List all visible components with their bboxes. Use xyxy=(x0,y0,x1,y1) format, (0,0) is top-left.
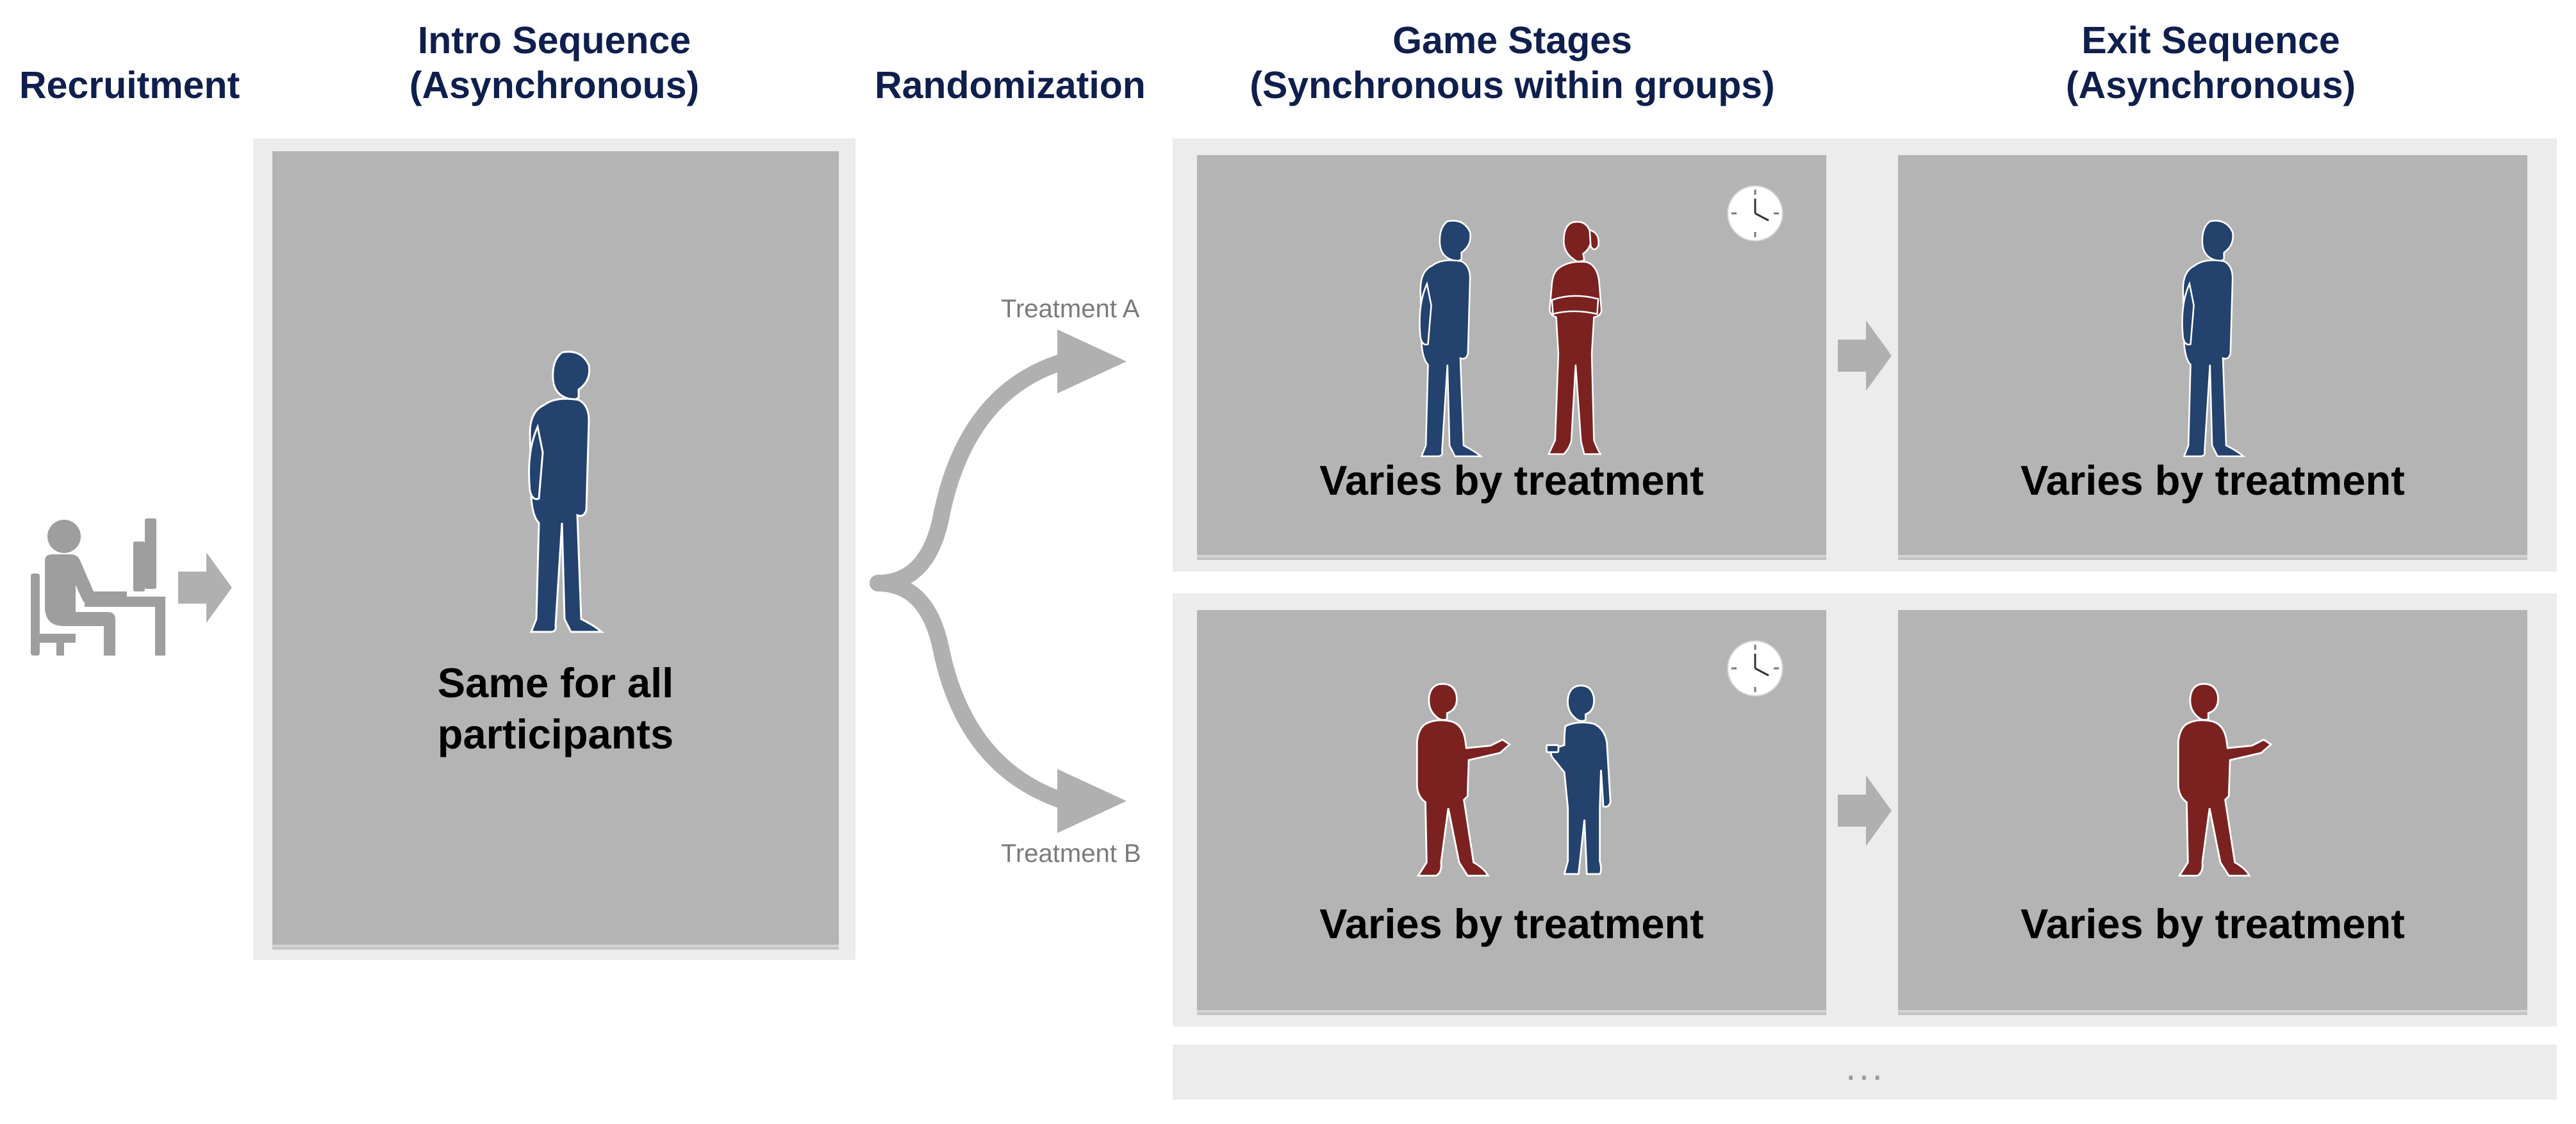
more-treatments-row: ... xyxy=(1173,1045,2557,1100)
treatment-a-label: Treatment A xyxy=(1001,295,1140,323)
header-intro-sequence: Intro Sequence (Asynchronous) xyxy=(409,19,700,106)
person-blue-head-down-icon xyxy=(528,351,605,633)
right-arrow-icon xyxy=(1838,775,1892,846)
right-arrow-icon xyxy=(178,552,232,623)
intro-sequence-panel: Same for all participants xyxy=(272,151,839,947)
game-stage-b-panel: Varies by treatment xyxy=(1197,610,1826,1012)
person-at-computer-icon xyxy=(31,518,165,656)
header-recruitment: Recruitment xyxy=(19,64,240,106)
game-stage-a-panel: Varies by treatment xyxy=(1197,155,1826,558)
exit-sequence-b-caption: Varies by treatment xyxy=(2020,900,2405,947)
person-blue-head-down-icon xyxy=(1419,220,1483,458)
person-blue-head-down-icon xyxy=(2181,220,2246,458)
right-arrow-icon xyxy=(1838,320,1892,391)
game-stage-b-caption: Varies by treatment xyxy=(1319,900,1704,947)
header-game-stages: Game Stages (Synchronous within groups) xyxy=(1250,19,1775,106)
exit-sequence-a-caption: Varies by treatment xyxy=(2020,457,2405,504)
exit-sequence-a-panel: Varies by treatment xyxy=(1898,155,2527,558)
person-red-arms-crossed-icon xyxy=(1547,220,1603,455)
intro-caption: Same for all participants xyxy=(437,659,674,757)
header-exit-sequence: Exit Sequence (Asynchronous) xyxy=(2065,19,2356,106)
game-stage-a-caption: Varies by treatment xyxy=(1319,457,1704,504)
header-randomization: Randomization xyxy=(875,64,1146,106)
clock-icon xyxy=(1727,640,1783,697)
person-red-gesturing-icon xyxy=(2177,682,2273,877)
person-red-gesturing-icon xyxy=(1416,682,1512,877)
person-blue-holding-phone-icon xyxy=(1546,684,1612,875)
ellipsis-indicator: ... xyxy=(1845,1045,1886,1088)
randomization-split-arrows xyxy=(870,329,1127,833)
exit-sequence-b-panel: Varies by treatment xyxy=(1898,610,2527,1012)
clock-icon xyxy=(1727,185,1783,242)
treatment-b-label: Treatment B xyxy=(1001,839,1141,868)
